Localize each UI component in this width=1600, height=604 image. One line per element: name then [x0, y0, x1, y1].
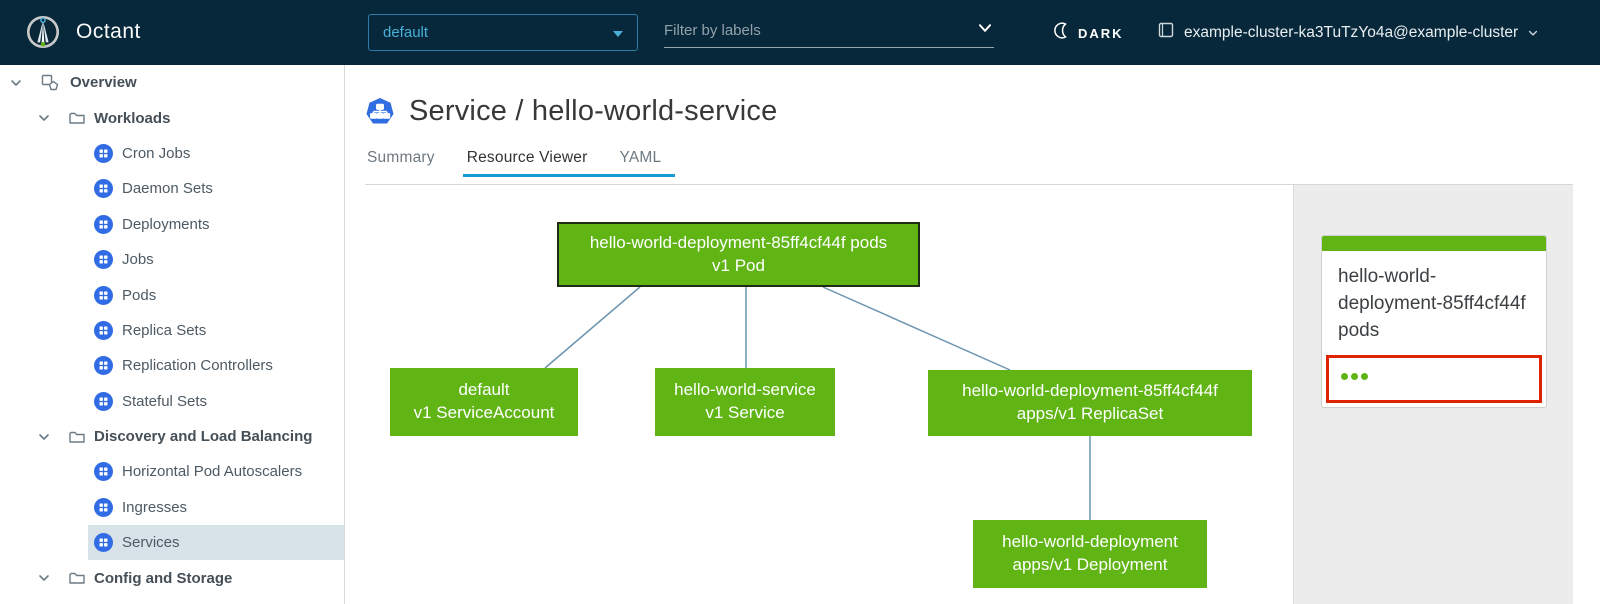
label-filter-input[interactable] — [664, 22, 954, 39]
chevron-down-icon[interactable] — [36, 110, 52, 126]
context-switcher[interactable]: example-cluster-ka3TuTzYo4a@example-clus… — [1157, 21, 1539, 44]
pods-icon — [94, 286, 113, 305]
sidebar-item-jobs[interactable]: Jobs — [88, 242, 344, 277]
sidebar-item-cron-jobs[interactable]: Cron Jobs — [88, 136, 344, 171]
replication-controllers-icon — [94, 356, 113, 375]
node-name: hello-world-deployment-85ff4cf44f — [962, 381, 1218, 401]
sidebar-item-daemon-sets[interactable]: Daemon Sets — [88, 171, 344, 206]
pod-status-dot — [1361, 372, 1368, 380]
node-kind: apps/v1 ReplicaSet — [1016, 404, 1164, 423]
header-bar: Octant default DARK — [0, 0, 1600, 65]
sidebar-group-discovery[interactable]: Discovery and Load Balancing — [0, 419, 344, 454]
folder-icon — [68, 109, 86, 127]
pod-status-alert-box — [1326, 354, 1542, 403]
node-kind: apps/v1 Deployment — [1012, 555, 1168, 574]
namespace-select[interactable]: default — [368, 14, 638, 51]
sidebar-item-deployments[interactable]: Deployments — [88, 207, 344, 242]
graph-node-deployment[interactable]: hello-world-deployment apps/v1 Deploymen… — [973, 520, 1207, 588]
tab-bar: Summary Resource Viewer YAML — [367, 149, 676, 177]
node-name: default — [458, 380, 510, 400]
deployments-icon — [94, 215, 113, 234]
tab-summary[interactable]: Summary — [367, 149, 435, 166]
overview-icon — [40, 73, 60, 93]
daemon-sets-icon — [94, 179, 113, 198]
node-kind: v1 Pod — [712, 255, 765, 275]
page-header: Service / hello-world-service — [365, 95, 777, 128]
card-status-bar — [1322, 236, 1546, 251]
context-label: example-cluster-ka3TuTzYo4a@example-clus… — [1184, 23, 1519, 41]
horizontal-pod-autoscalers-icon — [94, 462, 113, 481]
page-title: Service / hello-world-service — [409, 95, 778, 127]
service-icon — [366, 97, 394, 123]
selected-node-card[interactable]: hello-world-deployment-85ff4cf44f pods — [1321, 235, 1547, 408]
replica-sets-icon — [94, 321, 113, 340]
stateful-sets-icon — [94, 392, 113, 411]
card-title: hello-world-deployment-85ff4cf44f pods — [1338, 266, 1526, 341]
graph-node-pod[interactable]: hello-world-deployment-85ff4cf44f pods v… — [557, 222, 920, 287]
moon-icon — [1053, 22, 1070, 44]
sidebar-nav: Overview Workloads Cron Jobs Daemon Sets… — [0, 65, 345, 604]
sidebar-item-overview[interactable]: Overview — [0, 65, 344, 100]
content-divider — [365, 184, 1573, 185]
namespace-value: default — [383, 24, 429, 41]
app-title: Octant — [76, 20, 141, 43]
theme-toggle-label: DARK — [1078, 25, 1124, 41]
status-dots — [1341, 367, 1371, 384]
node-name: hello-world-service — [674, 380, 816, 400]
node-name: hello-world-deployment — [1002, 532, 1178, 552]
folder-icon — [68, 569, 86, 587]
node-kind: v1 ServiceAccount — [413, 403, 555, 422]
chevron-down-icon[interactable] — [8, 75, 24, 91]
node-name: hello-world-deployment-85ff4cf44f pods — [589, 232, 888, 252]
theme-toggle-button[interactable]: DARK — [1053, 22, 1124, 44]
ingresses-icon — [94, 498, 113, 517]
node-kind: v1 Service — [705, 403, 785, 422]
sidebar-group-config-and-storage[interactable]: Config and Storage — [0, 560, 344, 595]
sidebar-item-replica-sets[interactable]: Replica Sets — [88, 313, 344, 348]
services-icon — [94, 533, 113, 552]
graph-node-service[interactable]: hello-world-service v1 Service — [655, 368, 835, 436]
chevron-down-icon[interactable] — [976, 19, 994, 42]
jobs-icon — [94, 250, 113, 269]
chevron-down-icon[interactable] — [36, 429, 52, 445]
sidebar-item-pods[interactable]: Pods — [88, 277, 344, 312]
folder-icon — [68, 428, 86, 446]
cluster-icon — [1157, 21, 1175, 44]
pod-status-dot — [1341, 372, 1348, 380]
sidebar-item-stateful-sets[interactable]: Stateful Sets — [88, 384, 344, 419]
chevron-down-icon[interactable] — [36, 570, 52, 586]
main-content: Service / hello-world-service Summary Re… — [345, 65, 1600, 604]
caret-down-icon — [613, 31, 623, 37]
chevron-down-icon — [1529, 30, 1538, 36]
graph-node-serviceaccount[interactable]: default v1 ServiceAccount — [390, 368, 578, 436]
sidebar-item-ingresses[interactable]: Ingresses — [88, 490, 344, 525]
sidebar-item-replication-controllers[interactable]: Replication Controllers — [88, 348, 344, 383]
pod-status-dot — [1351, 372, 1358, 380]
tab-resource-viewer[interactable]: Resource Viewer — [462, 149, 676, 177]
sidebar-item-services[interactable]: Services — [88, 525, 344, 561]
detail-panel: hello-world-deployment-85ff4cf44f pods — [1293, 185, 1573, 604]
octant-logo-icon[interactable] — [26, 15, 60, 49]
graph-node-replicaset[interactable]: hello-world-deployment-85ff4cf44f apps/v… — [928, 370, 1252, 436]
cron-jobs-icon — [94, 144, 113, 163]
label-filter — [664, 14, 994, 48]
sidebar-item-horizontal-pod-autoscalers[interactable]: Horizontal Pod Autoscalers — [88, 454, 344, 489]
sidebar-group-workloads[interactable]: Workloads — [0, 100, 344, 135]
tab-yaml[interactable]: YAML — [619, 149, 662, 166]
